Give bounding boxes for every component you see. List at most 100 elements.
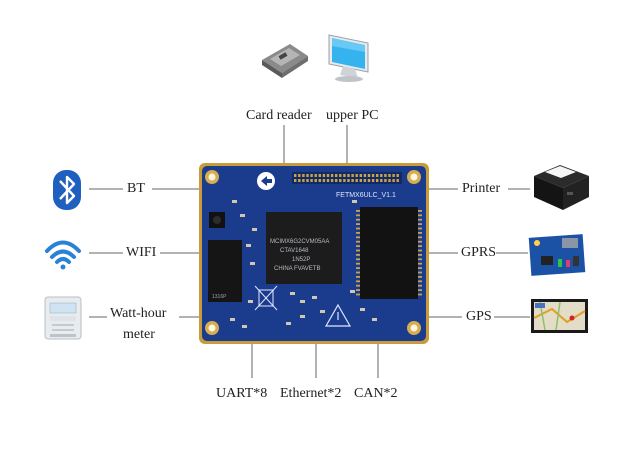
header-pin: [384, 179, 387, 182]
chip-pin: [356, 271, 360, 274]
chip-pin: [418, 284, 422, 287]
header-pin: [392, 174, 395, 177]
smd-part: [372, 318, 377, 321]
header-pin: [306, 179, 309, 182]
chip-pin: [418, 254, 422, 256]
smd-part: [242, 325, 247, 328]
header-pin: [298, 174, 301, 177]
header-pin: [384, 174, 387, 177]
chip-pin: [418, 258, 422, 261]
header-pin: [347, 179, 350, 182]
header-pin: [396, 174, 399, 177]
card-reader-label: Card reader: [246, 108, 312, 123]
watt-hour-meter-icon: [44, 296, 82, 340]
chip-pin: [418, 280, 422, 283]
printer-icon: [534, 165, 589, 210]
smd-part: [232, 200, 237, 203]
chip-pin: [356, 236, 360, 239]
chip-pin: [356, 232, 360, 234]
header-pin: [330, 174, 334, 177]
chip-pin: [418, 293, 422, 296]
warning-symbol: [324, 303, 352, 327]
header-pin: [314, 179, 317, 182]
smd-part: [230, 318, 235, 321]
header-pin: [339, 179, 342, 182]
chip-pin: [418, 249, 422, 252]
header-pin: [351, 179, 354, 182]
header-pin: [326, 174, 330, 177]
cpu-marking-4: CHINA FVAVETB: [274, 266, 320, 272]
chip-pin: [356, 245, 360, 247]
header-pin: [302, 174, 305, 177]
header-pin: [294, 174, 297, 177]
smd-part: [312, 296, 317, 299]
header-pin: [322, 179, 326, 182]
wifi-icon: [45, 240, 81, 270]
header-pin: [343, 179, 346, 182]
cpu-marking-2: CTAV1648: [280, 248, 309, 254]
board-logo: [257, 172, 275, 190]
smd-part: [350, 290, 355, 293]
board-silk-title: FETMX6ULC_V1.1: [336, 192, 396, 199]
header-pin: [367, 174, 371, 177]
header-pin: [322, 174, 326, 177]
smd-part: [240, 214, 245, 217]
header-pin: [298, 179, 301, 182]
ethernet-label: Ethernet*2: [280, 386, 342, 401]
header-pin: [351, 174, 354, 177]
header-pin: [355, 179, 358, 182]
memory-chip-left: [208, 240, 242, 302]
header-pin: [347, 174, 350, 177]
chip-pin: [356, 227, 360, 230]
header-pin: [326, 179, 330, 182]
chip-pin: [356, 249, 360, 252]
recycle-symbol: [254, 285, 278, 311]
smd-part: [250, 262, 255, 265]
pin-header-dots: [294, 174, 399, 182]
header-pin: [380, 179, 383, 182]
chip-pin: [418, 240, 422, 243]
chip-pin: [418, 267, 422, 269]
header-pin: [359, 179, 362, 182]
smd-part: [290, 292, 295, 295]
smd-components: [230, 200, 377, 328]
header-pin: [302, 179, 305, 182]
chip-pin: [418, 262, 422, 265]
chip-pin: [356, 293, 360, 296]
gps-screen-icon: [531, 299, 588, 333]
cpu-marking-3: 1N52P: [292, 257, 310, 263]
header-pin: [339, 174, 342, 177]
chip-pin: [356, 284, 360, 287]
header-pin: [355, 174, 358, 177]
chip-pin: [418, 218, 422, 221]
header-pin: [392, 179, 395, 182]
chip-pin: [356, 280, 360, 283]
som-board: FETMX6ULC_V1.1 1316P MCIMX6G2CVM05AA CTA…: [199, 163, 429, 344]
chip-pin: [356, 223, 360, 225]
header-pin: [335, 174, 338, 177]
chip-pin: [356, 289, 360, 291]
chip-pin: [356, 210, 360, 212]
printer-label: Printer: [462, 181, 501, 196]
header-pin: [310, 174, 313, 177]
wifi-label: WIFI: [126, 245, 157, 260]
chip-pin: [418, 232, 422, 234]
smd-part: [286, 322, 291, 325]
chip-pin: [356, 214, 360, 217]
chip-pin: [356, 276, 360, 278]
chip-pin: [356, 240, 360, 243]
chip-pin: [356, 218, 360, 221]
chip-pin: [356, 254, 360, 256]
chip-pin: [418, 271, 422, 274]
monitor-icon: [328, 34, 369, 82]
can-label: CAN*2: [354, 386, 398, 401]
header-pin: [359, 174, 362, 177]
chip-pin: [418, 214, 422, 217]
header-pin: [318, 179, 321, 182]
header-pin: [314, 174, 317, 177]
pin-header: [292, 172, 402, 184]
watt-hour-label-line2: meter: [123, 327, 155, 342]
smd-part: [300, 315, 305, 318]
smd-part: [300, 300, 305, 303]
